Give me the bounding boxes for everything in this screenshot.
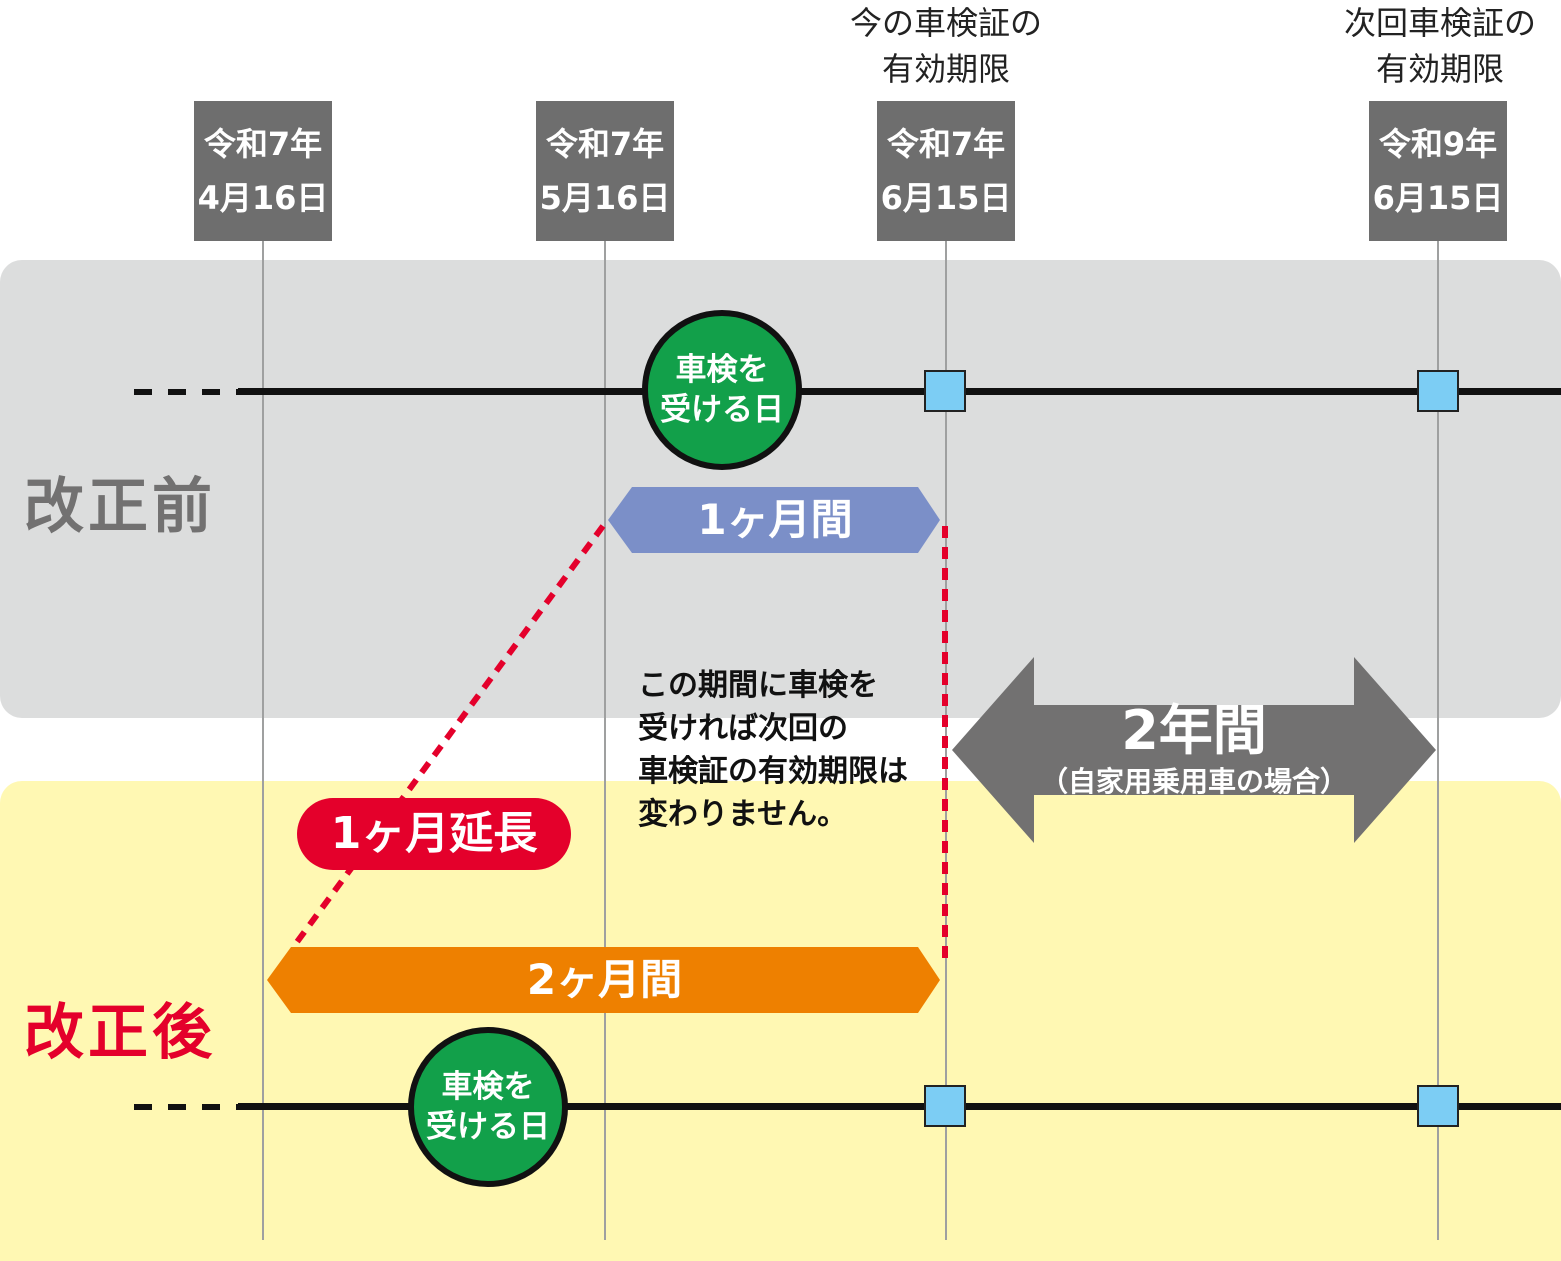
two-months-arrow — [267, 947, 940, 1013]
expiry-marker-next-before — [1417, 370, 1459, 412]
one-month-label: 1ヶ月間 — [697, 495, 853, 544]
inspection-day-circle-before: 車検を 受ける日 — [642, 310, 802, 470]
date-year: 令和7年 — [886, 125, 1006, 163]
next-expiry-label-line1: 次回車検証の — [1343, 4, 1536, 42]
date-line-1 — [262, 241, 264, 1240]
timeline-before — [238, 388, 1561, 395]
timeline-after — [238, 1103, 1561, 1110]
expiry-marker-current-before — [924, 370, 966, 412]
date-day: 6月15日 — [880, 179, 1012, 217]
expiry-marker-current-after — [924, 1085, 966, 1127]
inspection-day-line1: 車検を — [675, 352, 769, 388]
date-line-2 — [604, 241, 606, 1240]
inspection-day-circle-after: 車検を 受ける日 — [408, 1027, 568, 1187]
date-year: 令和7年 — [203, 125, 323, 163]
extension-diagonal-line — [294, 524, 606, 944]
timeline-dashes-after — [134, 1104, 244, 1110]
two-years-subtitle: （自家用乗用車の場合） — [1039, 765, 1348, 798]
date-box-2: 令和7年 5月16日 — [536, 101, 674, 241]
date-day: 4月16日 — [197, 179, 329, 217]
date-line-4 — [1437, 241, 1439, 1240]
next-expiry-label-line2: 有効期限 — [1375, 50, 1504, 88]
inspection-day-line2: 受ける日 — [426, 1109, 550, 1145]
current-expiry-label-line1: 今の車検証の — [849, 4, 1042, 42]
two-years-arrow — [952, 657, 1436, 843]
date-box-1: 令和7年 4月16日 — [194, 101, 332, 241]
date-day: 5月16日 — [539, 179, 671, 217]
date-year: 令和7年 — [545, 125, 665, 163]
note-line-3: 車検証の有効期限は — [638, 754, 908, 789]
explanation-note: この期間に車検を 受ければ次回の 車検証の有効期限は 変わりません。 — [638, 664, 908, 836]
timeline-dashes-before — [134, 389, 244, 395]
note-line-4: 変わりません。 — [638, 797, 848, 832]
current-expiry-label: 今の車検証の 有効期限 — [826, 0, 1066, 92]
before-revision-label: 改正前 — [24, 472, 216, 542]
note-line-2: 受ければ次回の — [638, 711, 848, 746]
two-years-title: 2年間 — [1121, 699, 1267, 762]
after-revision-band — [0, 781, 1561, 1261]
date-year: 令和9年 — [1378, 125, 1498, 163]
after-revision-label: 改正後 — [24, 998, 216, 1068]
inspection-day-line2: 受ける日 — [660, 392, 784, 428]
extension-badge: 1ヶ月延長 — [297, 798, 571, 870]
date-box-3: 令和7年 6月15日 — [877, 101, 1015, 241]
date-day: 6月15日 — [1372, 179, 1504, 217]
next-expiry-label: 次回車検証の 有効期限 — [1320, 0, 1560, 92]
one-month-arrow — [608, 487, 940, 553]
current-expiry-label-line2: 有効期限 — [881, 50, 1010, 88]
inspection-day-line1: 車検を — [441, 1069, 535, 1105]
expiry-marker-next-after — [1417, 1085, 1459, 1127]
two-months-label: 2ヶ月間 — [526, 955, 683, 1004]
date-box-4: 令和9年 6月15日 — [1369, 101, 1507, 241]
note-line-1: この期間に車検を — [638, 668, 878, 703]
